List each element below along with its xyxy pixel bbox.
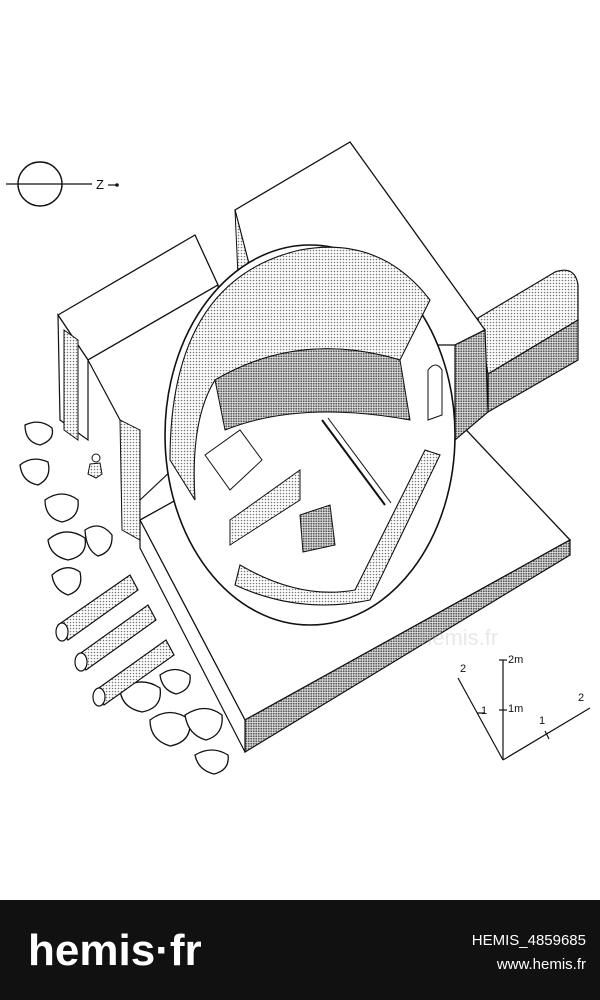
- scale-label-1m: 1m: [508, 703, 524, 715]
- stone-foundation: [19, 421, 229, 775]
- tunnel: [477, 269, 579, 414]
- scale-label-right-2: 2: [578, 692, 585, 704]
- circular-cutaway: [164, 244, 456, 626]
- brand-logo: hemis·fr: [28, 926, 202, 975]
- compass: [6, 161, 119, 207]
- left-scale-axis: [457, 677, 504, 761]
- human-figure: [87, 453, 103, 479]
- image-id: HEMIS_4859685: [471, 932, 586, 949]
- scale-label-left-1: 1: [481, 705, 488, 717]
- scale-label-right-1: 1: [539, 715, 546, 727]
- scale-axes: [457, 659, 591, 761]
- scale-label-left-2: 2: [460, 663, 467, 675]
- north-label: Z: [96, 177, 104, 192]
- footer-bar: hemis·fr HEMIS_4859685 www.hemis.fr: [0, 900, 600, 1000]
- site-url: www.hemis.fr: [496, 956, 586, 973]
- drain-pipes: [55, 574, 175, 707]
- watermark: hemis.fr: [420, 625, 499, 650]
- architectural-drawing: Z 2m 1m 2 1 1 2 hemis.fr: [6, 141, 591, 775]
- axonometric-drawing: [6, 141, 591, 775]
- scale-label-2m: 2m: [508, 654, 524, 666]
